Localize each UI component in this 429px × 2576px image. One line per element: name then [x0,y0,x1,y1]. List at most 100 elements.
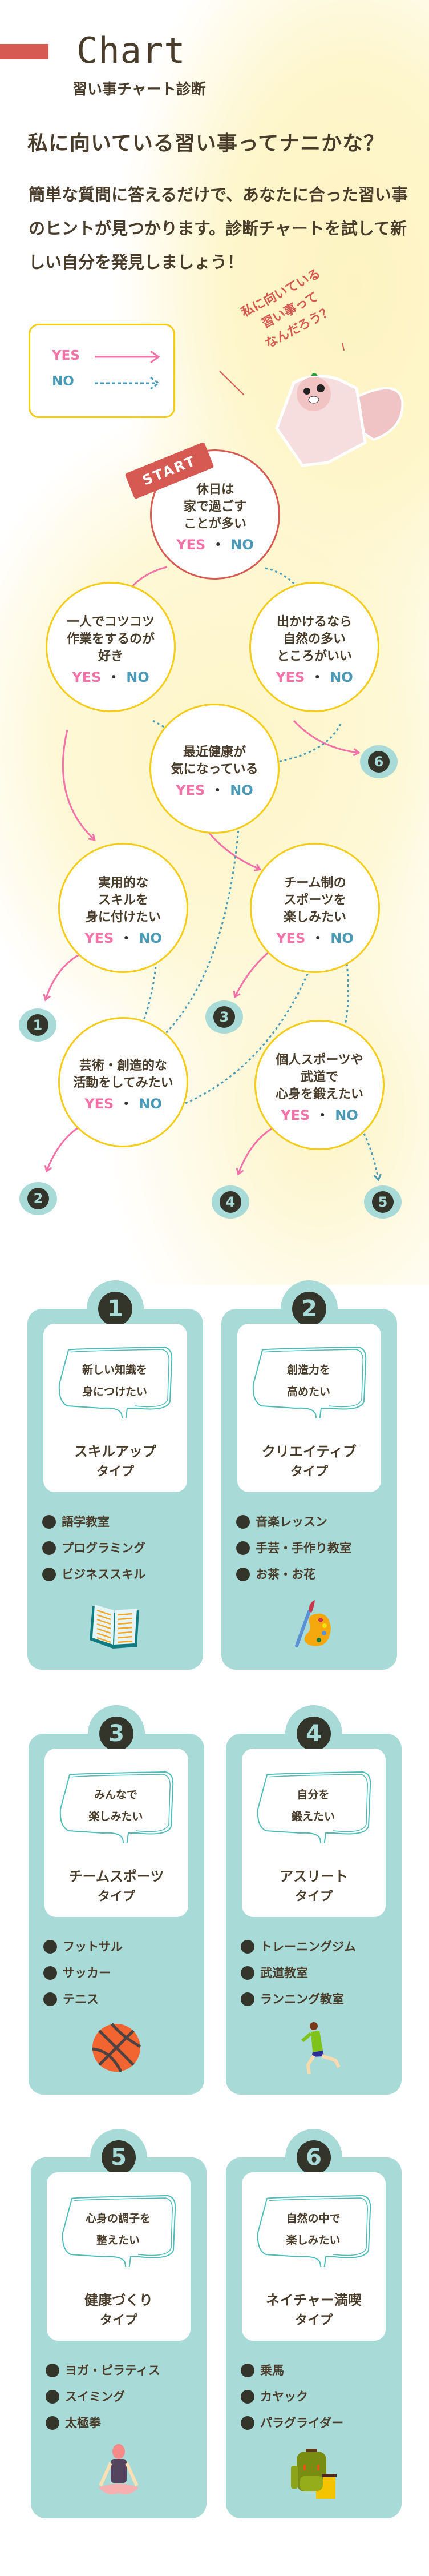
result-card-1: 1 新しい知識を身につけたい スキルアップタイプ 語学教室 プログラミング ビジ… [27,1280,203,1670]
result-quote: 新しい知識を身につけたい [60,1359,169,1402]
separator: ・ [315,1107,330,1123]
badge-number: 6 [368,751,390,773]
result-header-box: みんなで楽しみたい チームスポーツタイプ [44,1749,188,1917]
card-text: お茶・お花 [256,1568,315,1581]
palette-icon [295,1600,331,1647]
card-text: カヤック [260,2390,308,2404]
bullet-icon [236,1541,250,1555]
no-option[interactable]: NO [330,669,353,685]
arrow-no [274,724,342,762]
activity-item: 語学教室 [42,1509,145,1535]
card-text: 手芸・手作り教室 [256,1541,351,1555]
question-line: 一人でコツコツ [66,615,155,629]
no-option[interactable]: NO [139,1096,162,1112]
card-text: ランニング教室 [260,1992,344,2006]
bullet-icon [42,1515,56,1529]
no-option[interactable]: NO [139,930,162,946]
question-line: 個人スポーツや [276,1053,363,1067]
activity-item: 太極拳 [46,2410,160,2436]
yes-option[interactable]: YES [176,782,205,798]
card-text: 新しい知識を [82,1364,147,1376]
bullet-icon [43,1992,57,2006]
result-number: 3 [99,1717,133,1751]
speech-bubble-icon [58,1346,173,1418]
card-text: みんなで [94,1789,137,1801]
arrow-no [171,959,314,1110]
badge-number: 5 [372,1191,394,1213]
separator: ・ [107,669,121,685]
result-number: 6 [297,2140,331,2175]
bullet-icon [46,2364,59,2377]
card-text: 武道教室 [260,1966,308,1980]
question-node: 最近健康が 気になっている YES・NO [149,704,280,834]
no-option[interactable]: NO [230,537,254,553]
result-badge-1[interactable]: 1 [19,1008,56,1042]
yes-option[interactable]: YES [72,669,102,685]
card-text: 楽しみたい [286,2234,341,2247]
result-badge-2[interactable]: 2 [19,1182,57,1215]
intro-text: 簡単な質問に答えるだけで、あなたに合った習い事のヒントが見つかります。診断チャー… [29,185,408,272]
result-badge-6[interactable]: 6 [360,745,398,778]
flying-squirrel-illustration [275,373,404,467]
activity-item: テニス [43,1986,123,2012]
question-line: 楽しみたい [283,910,346,925]
question-node: 出かけるなら 自然の多い ところがいい YES・NO [249,582,379,712]
separator: ・ [211,537,225,553]
card-text: ヨガ・ピラティス [65,2364,160,2377]
card-text: タイプ [290,1465,328,1479]
result-type-name: ネイチャー満喫タイプ [242,2290,386,2331]
question-line: 実用的な [98,876,148,890]
no-option[interactable]: NO [330,930,354,946]
arrow-no [363,1133,378,1179]
title-accent-bar [0,44,48,59]
card-text: フットサル [63,1940,123,1954]
no-option[interactable]: NO [126,669,149,685]
result-card-4: 4 自分を鍛えたい アスリートタイプ トレーニングジム 武道教室 ランニング教室 [226,1705,402,2095]
result-quote: 心身の調子を整えたい [64,2208,172,2251]
result-quote: 創造力を高めたい [254,1359,363,1402]
badge-number: 4 [220,1191,241,1213]
bullet-icon [241,1966,254,1980]
question-line: スポーツを [284,893,346,907]
book-icon [90,1605,139,1649]
card-text: ビジネススキル [62,1568,145,1581]
bullet-icon [241,1992,254,2006]
separator: ・ [119,930,133,946]
result-badge-3[interactable]: 3 [205,1000,243,1034]
question-line: 好き [98,649,123,664]
question-node: 実用的な スキルを 身に付けたい YES・NO [58,843,188,973]
question-line: ことが多い [183,517,246,531]
arrow-yes [293,720,358,753]
card-text: タイプ [96,1465,134,1479]
question-line: 身に付けたい [85,910,161,925]
legend-no-label: NO [52,374,74,389]
speech-bubble-icon [62,2195,176,2267]
badge-number: 3 [213,1006,235,1028]
question-line: 心身を鍛えたい [275,1087,363,1102]
result-badge-4[interactable]: 4 [212,1185,249,1219]
card-text: スイミング [65,2390,125,2404]
result-badge-5[interactable]: 5 [364,1185,402,1219]
arrow-yes [238,1125,277,1174]
yes-option[interactable]: YES [84,930,114,946]
yes-option[interactable]: YES [281,1107,310,1123]
speech-bubble-icon [257,1771,371,1843]
card-text: 楽しみたい [88,1810,143,1823]
question-line: 休日は [196,483,234,497]
no-option[interactable]: NO [230,782,253,798]
question-line: 出かけるなら [276,615,352,629]
yes-option[interactable]: YES [276,930,306,946]
question-node: 芸術・創造的な 活動をしてみたい YES・NO [58,1017,188,1147]
question-line: 最近健康が [183,745,246,759]
bullet-icon [241,2364,254,2377]
activity-item: 手芸・手作り教室 [236,1535,351,1561]
badge-number: 2 [27,1188,49,1209]
yes-option[interactable]: YES [84,1096,114,1112]
result-type-name: アスリートタイプ [242,1866,386,1907]
yes-option[interactable]: YES [176,537,206,553]
card-text: 心身の調子を [85,2212,151,2225]
question-line: 家で過ごす [183,500,247,514]
no-option[interactable]: NO [335,1107,358,1123]
yes-option[interactable]: YES [276,669,305,685]
separator: ・ [311,930,325,946]
